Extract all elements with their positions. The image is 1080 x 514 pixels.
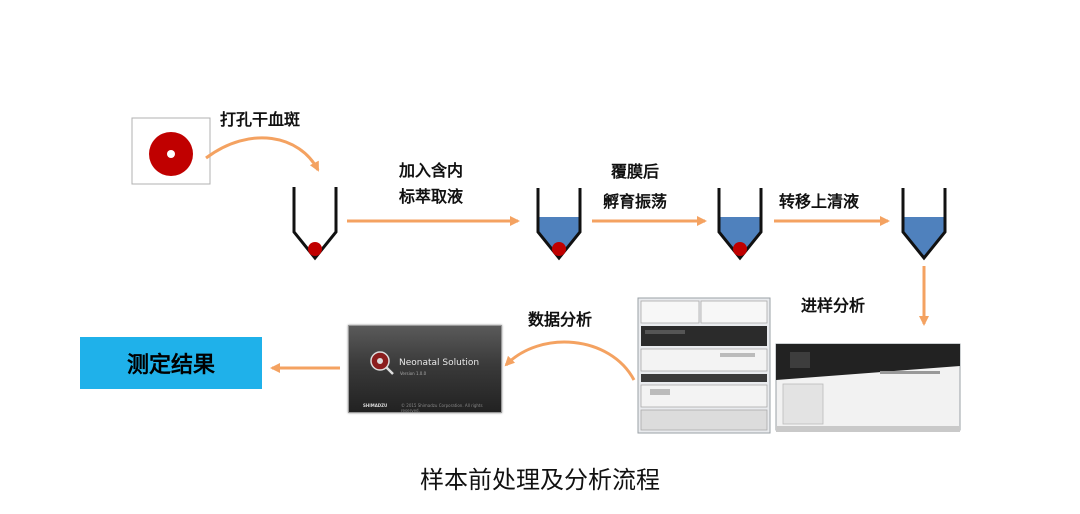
step-punch-label: 打孔干血斑 (220, 110, 301, 129)
software-version: Version 1.0.0 (400, 371, 427, 376)
result-label: 测定结果 (126, 353, 215, 378)
step-data-analysis-label: 数据分析 (528, 310, 593, 329)
neonatal-solution-software: Neonatal Solution Version 1.0.0 SHIMADZU… (348, 325, 502, 413)
step-add-line1: 加入含内 (398, 161, 463, 180)
software-logo-icon (370, 351, 394, 375)
result-box: 测定结果 (80, 337, 262, 389)
step-inject-label: 进样分析 (801, 296, 866, 315)
step-seal-line2: 孵育振荡 (603, 192, 668, 211)
arrow-data-analysis (504, 340, 636, 381)
arrow-punch (205, 136, 320, 172)
tube-4-icon (901, 188, 947, 261)
step-add-line2: 标萃取液 (398, 187, 463, 206)
tube-2-icon (536, 188, 582, 261)
software-copyright: © 2015 Shimadzu Corporation. All rights … (401, 403, 483, 413)
step-add-solution-label: 加入含内 标萃取液 (381, 158, 481, 210)
tube-1-icon (292, 187, 338, 261)
step-seal-line1: 覆膜后 (611, 162, 660, 181)
lcms-instrument-icon (637, 297, 961, 434)
software-brand: SHIMADZU (363, 403, 388, 408)
figure-caption: 样本前处理及分析流程 (420, 466, 660, 494)
step-transfer-label: 转移上清液 (779, 192, 860, 211)
software-title: Neonatal Solution (399, 358, 480, 368)
blood-spot-card (131, 117, 211, 185)
tube-3-icon (717, 188, 763, 261)
